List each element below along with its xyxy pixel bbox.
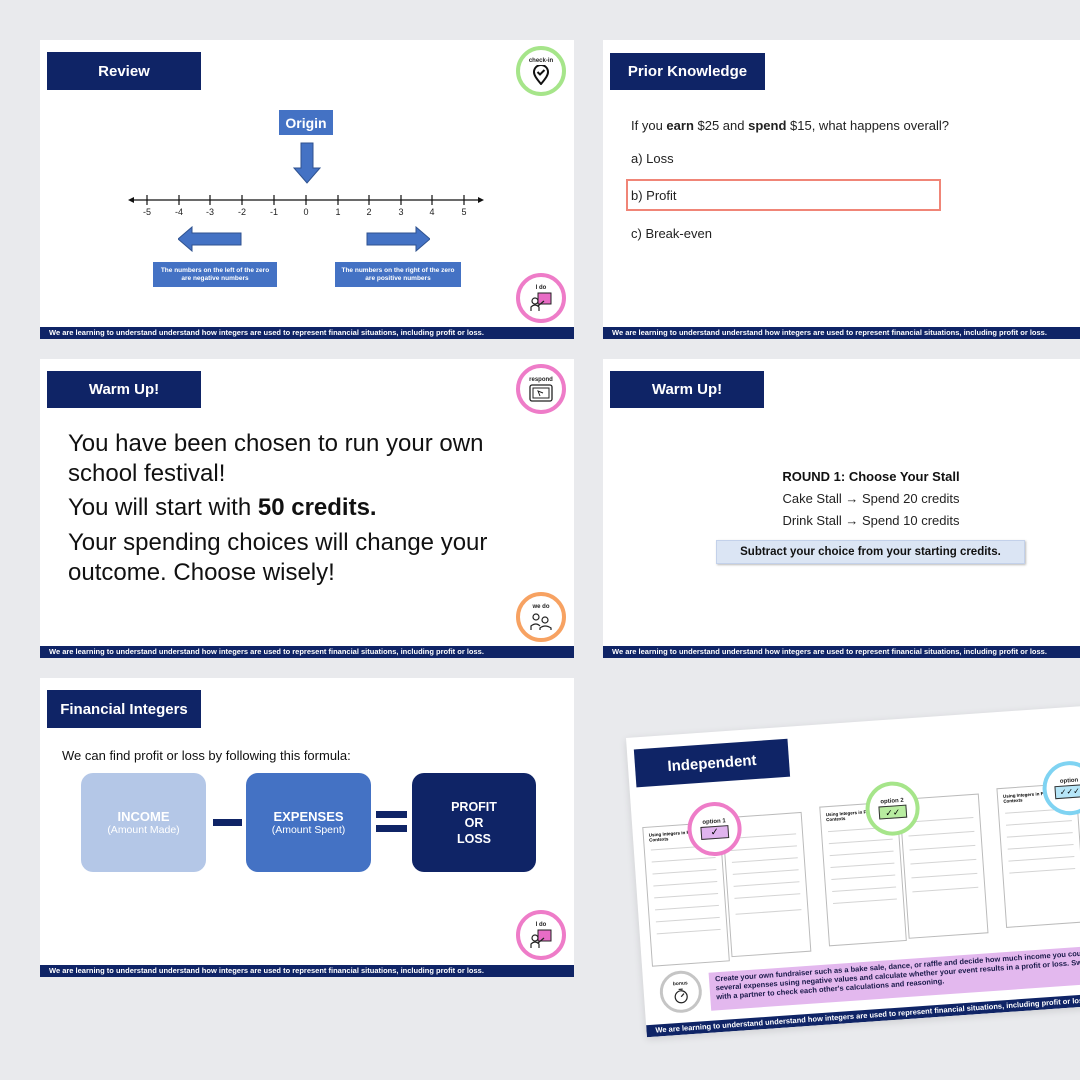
learning-intention-footer: We are learning to understand understand…: [603, 327, 1080, 339]
we-do-badge: we do: [516, 592, 566, 642]
line-part: You will start with: [68, 494, 258, 521]
learning-intention-footer: We are learning to understand understand…: [603, 646, 1080, 658]
learning-intention-footer: We are learning to understand understand…: [40, 327, 574, 339]
down-arrow-icon: [293, 142, 321, 184]
tick-label: -4: [174, 207, 184, 217]
equals-sign-top: [376, 811, 407, 818]
expenses-sub: (Amount Spent): [271, 824, 346, 836]
tick-label: 3: [398, 207, 404, 217]
double-check-icon: ✓✓: [878, 804, 908, 820]
warmup-line-2: You will start with 50 credits.: [68, 493, 508, 523]
question-part: $15, what happens overall?: [786, 118, 950, 133]
warmup-line-3: Your spending choices will change your o…: [68, 529, 488, 586]
slide-financial-integers[interactable]: Financial Integers We can find profit or…: [40, 678, 574, 977]
option-b-highlight[interactable]: [626, 179, 941, 211]
negative-note: The numbers on the left of the zero are …: [153, 262, 277, 287]
teacher-icon: [530, 292, 552, 311]
learning-intention-footer: We are learning to understand understand…: [40, 646, 574, 658]
tick-label: -2: [237, 207, 247, 217]
expenses-box: EXPENSES (Amount Spent): [246, 773, 371, 872]
option-b[interactable]: b) Profit: [631, 188, 677, 203]
tablet-icon: [529, 383, 553, 402]
round-title: ROUND 1: Choose Your Stall: [782, 469, 960, 484]
equals-sign-bottom: [376, 825, 407, 832]
instruction-box: Subtract your choice from your starting …: [716, 540, 1025, 564]
i-do-badge: I do: [516, 910, 566, 960]
slide-title: Prior Knowledge: [610, 53, 765, 90]
check-icon: ✓: [700, 825, 730, 840]
tick-label: -5: [142, 207, 152, 217]
slide-prior-knowledge[interactable]: Prior Knowledge If you earn $25 and spen…: [603, 40, 1080, 339]
slide-review[interactable]: Review check-in Origin -5 -4 -3 -2 -1 0 …: [40, 40, 574, 339]
slide-warm-up-2[interactable]: Warm Up! ROUND 1: Choose Your Stall Cake…: [603, 359, 1080, 658]
triple-check-icon: ✓✓✓: [1054, 784, 1080, 800]
tick-label: 4: [429, 207, 435, 217]
question-text: If you earn $25 and spend $15, what happ…: [631, 118, 949, 133]
question-bold: spend: [748, 118, 787, 133]
bonus-badge: bonus: [658, 969, 704, 1015]
expenses-label: EXPENSES: [273, 809, 344, 824]
result-line-2: OR: [464, 815, 484, 830]
tick-label: -3: [205, 207, 215, 217]
warmup-line-1: You have been chosen to run your own sch…: [68, 430, 484, 487]
number-line: [128, 195, 484, 205]
slide-title: Financial Integers: [47, 690, 201, 728]
tick-label: 1: [335, 207, 341, 217]
cake-stall-option: Cake Stall → Spend 20 credits: [782, 491, 960, 506]
slide-title: Warm Up!: [610, 371, 764, 408]
respond-badge: respond: [516, 364, 566, 414]
badge-label: we do: [532, 603, 550, 610]
learning-intention-footer: We are learning to understand understand…: [40, 965, 574, 977]
slide-warm-up-1[interactable]: Warm Up! respond You have been chosen to…: [40, 359, 574, 658]
question-part: $25 and: [693, 118, 749, 133]
i-do-badge: I do: [516, 273, 566, 323]
income-box: INCOME (Amount Made): [81, 773, 206, 872]
slide-title: Independent: [633, 738, 791, 788]
slide-independent[interactable]: Independent Using Integers in Financial …: [626, 705, 1080, 1038]
location-check-icon: [532, 64, 550, 85]
left-arrow-icon: [178, 226, 242, 252]
badge-label: respond: [529, 376, 553, 383]
income-sub: (Amount Made): [107, 824, 180, 836]
slide-title: Review: [47, 52, 201, 90]
tick-label: -1: [269, 207, 279, 217]
result-line-3: LOSS: [456, 831, 492, 846]
positive-note: The numbers on the right of the zero are…: [335, 262, 461, 287]
badge-label: check-in: [528, 57, 554, 64]
slide-title: Warm Up!: [47, 371, 201, 408]
tick-label: 2: [366, 207, 372, 217]
question-part: If you: [631, 118, 667, 133]
profit-or-loss-box: PROFIT OR LOSS: [412, 773, 536, 872]
drink-stall-option: Drink Stall → Spend 10 credits: [782, 513, 960, 528]
result-line-1: PROFIT: [451, 799, 497, 814]
right-arrow-icon: [366, 226, 430, 252]
badge-label: I do: [535, 921, 547, 928]
option-a[interactable]: a) Loss: [631, 151, 674, 166]
credits-bold: 50 credits.: [257, 494, 377, 521]
origin-label: Origin: [279, 110, 333, 135]
tick-label: 5: [461, 207, 467, 217]
stopwatch-icon: [674, 988, 688, 1003]
tick-label: 0: [303, 207, 309, 217]
check-in-badge: check-in: [516, 46, 566, 96]
group-icon: [530, 612, 552, 630]
formula-intro: We can find profit or loss by following …: [62, 748, 351, 763]
teacher-icon: [530, 929, 552, 948]
minus-sign: [213, 819, 242, 826]
option-c[interactable]: c) Break-even: [631, 226, 712, 241]
question-bold: earn: [666, 118, 694, 133]
income-label: INCOME: [117, 809, 170, 824]
badge-label: I do: [535, 284, 547, 291]
